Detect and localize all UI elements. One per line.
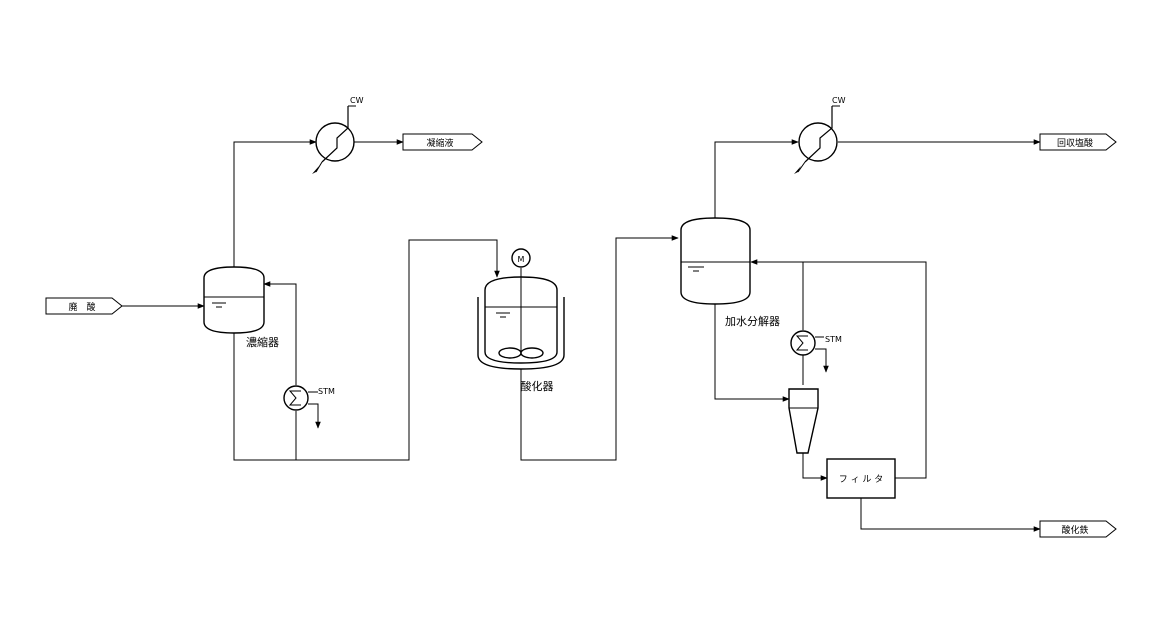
line-hydrolyzer-overhead [714, 139, 799, 218]
stm-label-2: STM [825, 335, 842, 344]
line-filtrate-return [750, 259, 927, 479]
stream-tag-waste-acid: 廃 酸 [45, 297, 123, 315]
cyclone [788, 388, 819, 454]
line-filter-to-iron-oxide [860, 498, 1041, 532]
process-lines [122, 139, 1041, 532]
stream-tag-recovered-hcl: 回収塩酸 [1039, 133, 1117, 151]
recovered-hcl-label: 回収塩酸 [1057, 137, 1093, 149]
condenser-1: CW [312, 96, 364, 174]
iron-oxide-label: 酸化鉄 [1061, 524, 1088, 536]
oxidizer-vessel: M 酸化器 [477, 248, 565, 393]
line-heater1-return [263, 281, 297, 385]
oxidizer-label: 酸化器 [521, 379, 554, 393]
hydrolyzer-label: 加水分解器 [725, 314, 780, 328]
filter-label: フ ィ ル タ [839, 474, 884, 485]
line-hydrolyzer-to-cyclone [714, 304, 790, 402]
stream-tag-condensate: 凝縮液 [402, 133, 483, 151]
waste-acid-label: 廃 酸 [68, 301, 95, 313]
concentrator-vessel: 濃縮器 [203, 266, 279, 349]
condensate-label: 凝縮液 [426, 137, 453, 149]
condenser-2: CW [794, 96, 846, 174]
hydrolyzer-vessel: 加水分解器 [680, 217, 780, 328]
line-concentrator-to-oxidizer [233, 239, 500, 461]
concentrator-label: 濃縮器 [246, 335, 279, 349]
filter: フ ィ ル タ [826, 458, 896, 499]
stream-tag-iron-oxide: 酸化鉄 [1039, 520, 1117, 538]
motor-icon [511, 248, 531, 268]
steam-heater-1: STM [283, 385, 335, 429]
motor-label: M [518, 255, 525, 264]
line-oxidizer-to-hydrolyzer [520, 235, 679, 461]
cw-label-2: CW [832, 96, 846, 105]
stm-label-1: STM [318, 387, 335, 396]
line-concentrator-overhead [233, 139, 317, 267]
cw-label-1: CW [350, 96, 364, 105]
steam-heater-2: STM [790, 330, 842, 373]
line-cyclone-to-filter [802, 453, 828, 481]
